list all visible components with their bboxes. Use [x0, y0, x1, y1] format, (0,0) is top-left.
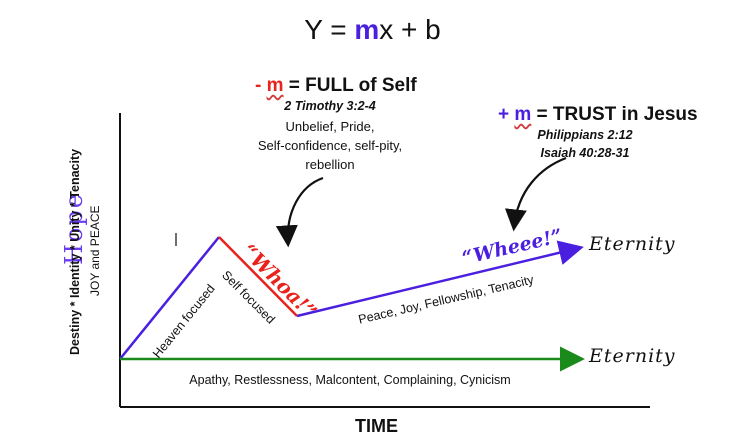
x-axis-label: TIME: [355, 416, 398, 436]
minus-m-line-1: Unbelief, Pride,: [285, 119, 375, 134]
upper-path-arrow: [296, 240, 584, 318]
y-axis-values-label: Destiny * Identity * Unity * Tenacity: [68, 148, 82, 355]
plus-m-reference-2: Isaiah 40:28-31: [540, 146, 630, 160]
joy-peace-label: JOY and PEACE: [88, 205, 102, 297]
minus-m-line-3: rebellion: [305, 157, 355, 172]
minus-m-reference: 2 Timothy 3:2-4: [284, 99, 376, 113]
equation-slope: m: [354, 14, 380, 45]
curved-arrow-left: [275, 176, 324, 248]
curved-arrow-right: [504, 156, 567, 232]
plus-m-reference-1: Philippians 2:12: [537, 128, 633, 142]
plus-m-title: + m = TRUST in Jesus: [498, 104, 698, 125]
eternity-lower-label: Eternity: [589, 345, 676, 367]
eternity-upper-label: Eternity: [589, 233, 676, 255]
minus-m-title: - m = FULL of Self: [255, 75, 417, 96]
self-focused-line: [218, 236, 298, 317]
heaven-focused-line: [119, 236, 220, 360]
lower-path-label: Apathy, Restlessness, Malcontent, Compla…: [189, 373, 511, 387]
minus-m-line-2: Self-confidence, self-pity,: [257, 138, 403, 153]
equation-title: Y = mx + b: [304, 14, 441, 45]
